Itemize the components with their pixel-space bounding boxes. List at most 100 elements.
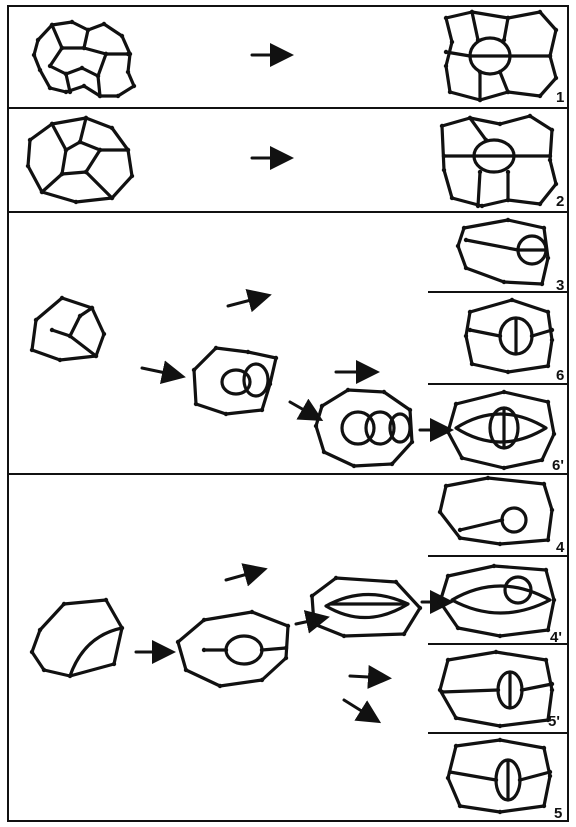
vertex-dot [510,298,514,302]
vertex-dot [544,568,548,572]
panel-label-4: 4 [556,539,565,556]
vertex-dot [126,70,130,74]
result-6-prime [448,392,554,468]
vertex-dot [530,334,534,338]
vertex-dot [468,116,472,120]
diagram-frame [8,6,568,821]
vertex-dot [468,310,472,314]
vertex-dot [78,314,82,318]
vertex-dot [132,84,136,88]
vertex-dot [322,450,326,454]
vertex-dot [86,28,90,32]
result-6 [466,300,552,372]
row3-arrow-1 [142,368,180,376]
vertex-dot [352,464,356,468]
vertex-dot [450,40,454,44]
panel-label-5: 5 [554,805,562,822]
vertex-dot [554,182,558,186]
panel-label-6-prime: 6' [552,457,564,474]
vertex-dot [476,204,480,208]
row4-arrow-3 [350,676,386,678]
vertex-dot [542,746,546,750]
row2-initial-cells [28,118,132,202]
vertex-dot [538,202,542,206]
vertex-dot [458,536,462,540]
vertex-dot [64,148,68,152]
vertex-dot [540,282,544,286]
vertex-dot [126,52,130,56]
vertex-dot [90,306,94,310]
vertex-dot [438,600,442,604]
vertex-dot [80,66,84,70]
vertex-dot [546,310,550,314]
vertex-dot [442,154,446,158]
vertex-dot [528,114,532,118]
vertex-dot [116,94,120,98]
vertex-dot [506,218,510,222]
vertex-dot [464,266,468,270]
vertex-dot [98,94,102,98]
vertex-dot [284,646,288,650]
vertex-dot [214,346,218,350]
vertex-dot [110,196,114,200]
vertex-dot [454,402,458,406]
vertex-dot [460,456,464,460]
vertex-dot [546,256,550,260]
vertex-dot [542,804,546,808]
vertex-dot [58,358,62,362]
vertex-dot [546,364,550,368]
vertex-dot [342,634,346,638]
vertex-dot [96,74,100,78]
vertex-dot [472,154,476,158]
vertex-dot [542,482,546,486]
vertex-dot [502,390,506,394]
vertex-dot [408,408,412,412]
row3-arrow-up [228,296,266,306]
result-4 [440,478,552,544]
vertex-dot [502,38,506,42]
row1-result-stoma [446,12,556,100]
vertex-dot [506,90,510,94]
vertex-dot [444,16,448,20]
vertex-dot [502,280,506,284]
vertex-dot [498,724,502,728]
vertex-dot [444,484,448,488]
panel-label-1: 1 [556,89,564,106]
vertex-dot [312,622,316,626]
vertex-dot [486,476,490,480]
panel-label-5-prime: 5' [548,713,560,730]
vertex-dot [538,94,542,98]
vertex-dot [516,248,520,252]
vertex-dot [548,774,552,778]
vertex-dot [498,634,502,638]
vertex-dot [470,362,474,366]
vertex-dot [32,53,36,57]
vertex-dot [68,90,72,94]
vertex-dot [34,318,38,322]
vertex-dot [224,648,228,652]
vertex-dot [120,626,124,630]
vertex-dot [502,466,506,470]
vertex-dot [458,528,462,532]
vertex-dot [550,328,554,332]
vertex-dot [552,432,556,436]
vertex-dot [78,140,82,144]
vertex-dot [286,624,290,628]
vertex-dot [82,46,86,50]
vertex-dot [284,656,288,660]
vertex-dot [550,128,554,132]
vertex-dot [192,368,196,372]
row3-stage-3 [316,390,412,466]
vertex-dot [36,38,40,42]
vertex-dot [38,68,42,72]
vertex-dot [62,602,66,606]
vertex-dot [102,332,106,336]
vertex-dot [448,90,452,94]
vertex-dot [498,542,502,546]
vertex-dot [38,628,42,632]
row3-arrow-2 [290,402,318,418]
vertex-dot [462,226,466,230]
panel-label-3: 3 [556,277,564,294]
vertex-dot [218,684,222,688]
